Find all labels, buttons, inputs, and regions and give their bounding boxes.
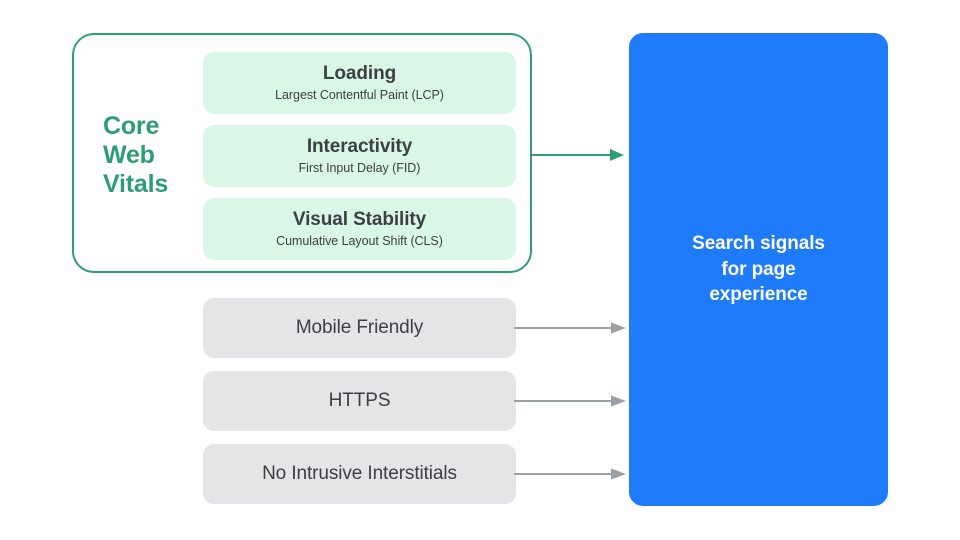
metric-title: Interactivity — [306, 136, 413, 158]
arrow-mobile-friendly-icon — [514, 321, 626, 335]
signal-label: No Intrusive Interstitials — [262, 463, 457, 484]
arrow-core-web-vitals-icon — [530, 148, 624, 162]
signal-card-https: HTTPS — [203, 371, 516, 431]
metric-subtitle: Cumulative Layout Shift (CLS) — [276, 234, 443, 249]
metric-card-interactivity: Interactivity First Input Delay (FID) — [203, 125, 516, 187]
metric-card-visual-stability: Visual Stability Cumulative Layout Shift… — [203, 198, 516, 260]
metric-card-loading: Loading Largest Contentful Paint (LCP) — [203, 52, 516, 114]
outcome-panel-search-signals: Search signals for page experience — [629, 33, 888, 506]
arrow-no-intrusive-interstitials-icon — [514, 467, 626, 481]
outcome-text-line-3: experience — [709, 284, 808, 306]
metric-subtitle: First Input Delay (FID) — [298, 161, 421, 176]
core-web-vitals-group — [72, 33, 532, 273]
arrow-https-icon — [514, 394, 626, 408]
signal-label: Mobile Friendly — [295, 317, 424, 338]
core-web-vitals-label: Core Web Vitals — [103, 112, 183, 198]
outcome-text-line-1: Search signals — [692, 233, 825, 255]
core-web-vitals-label-line-3: Vitals — [103, 169, 169, 198]
signal-label: HTTPS — [328, 390, 391, 411]
signal-card-mobile-friendly: Mobile Friendly — [203, 298, 516, 358]
core-web-vitals-label-line-2: Web — [103, 140, 155, 169]
core-web-vitals-label-line-1: Core — [103, 112, 160, 140]
outcome-text-line-2: for page — [721, 258, 796, 280]
metric-title: Visual Stability — [292, 209, 427, 231]
signal-card-no-intrusive-interstitials: No Intrusive Interstitials — [203, 444, 516, 504]
metric-subtitle: Largest Contentful Paint (LCP) — [275, 88, 444, 103]
outcome-text: Search signals for page experience — [674, 231, 843, 308]
metric-title: Loading — [322, 63, 397, 85]
